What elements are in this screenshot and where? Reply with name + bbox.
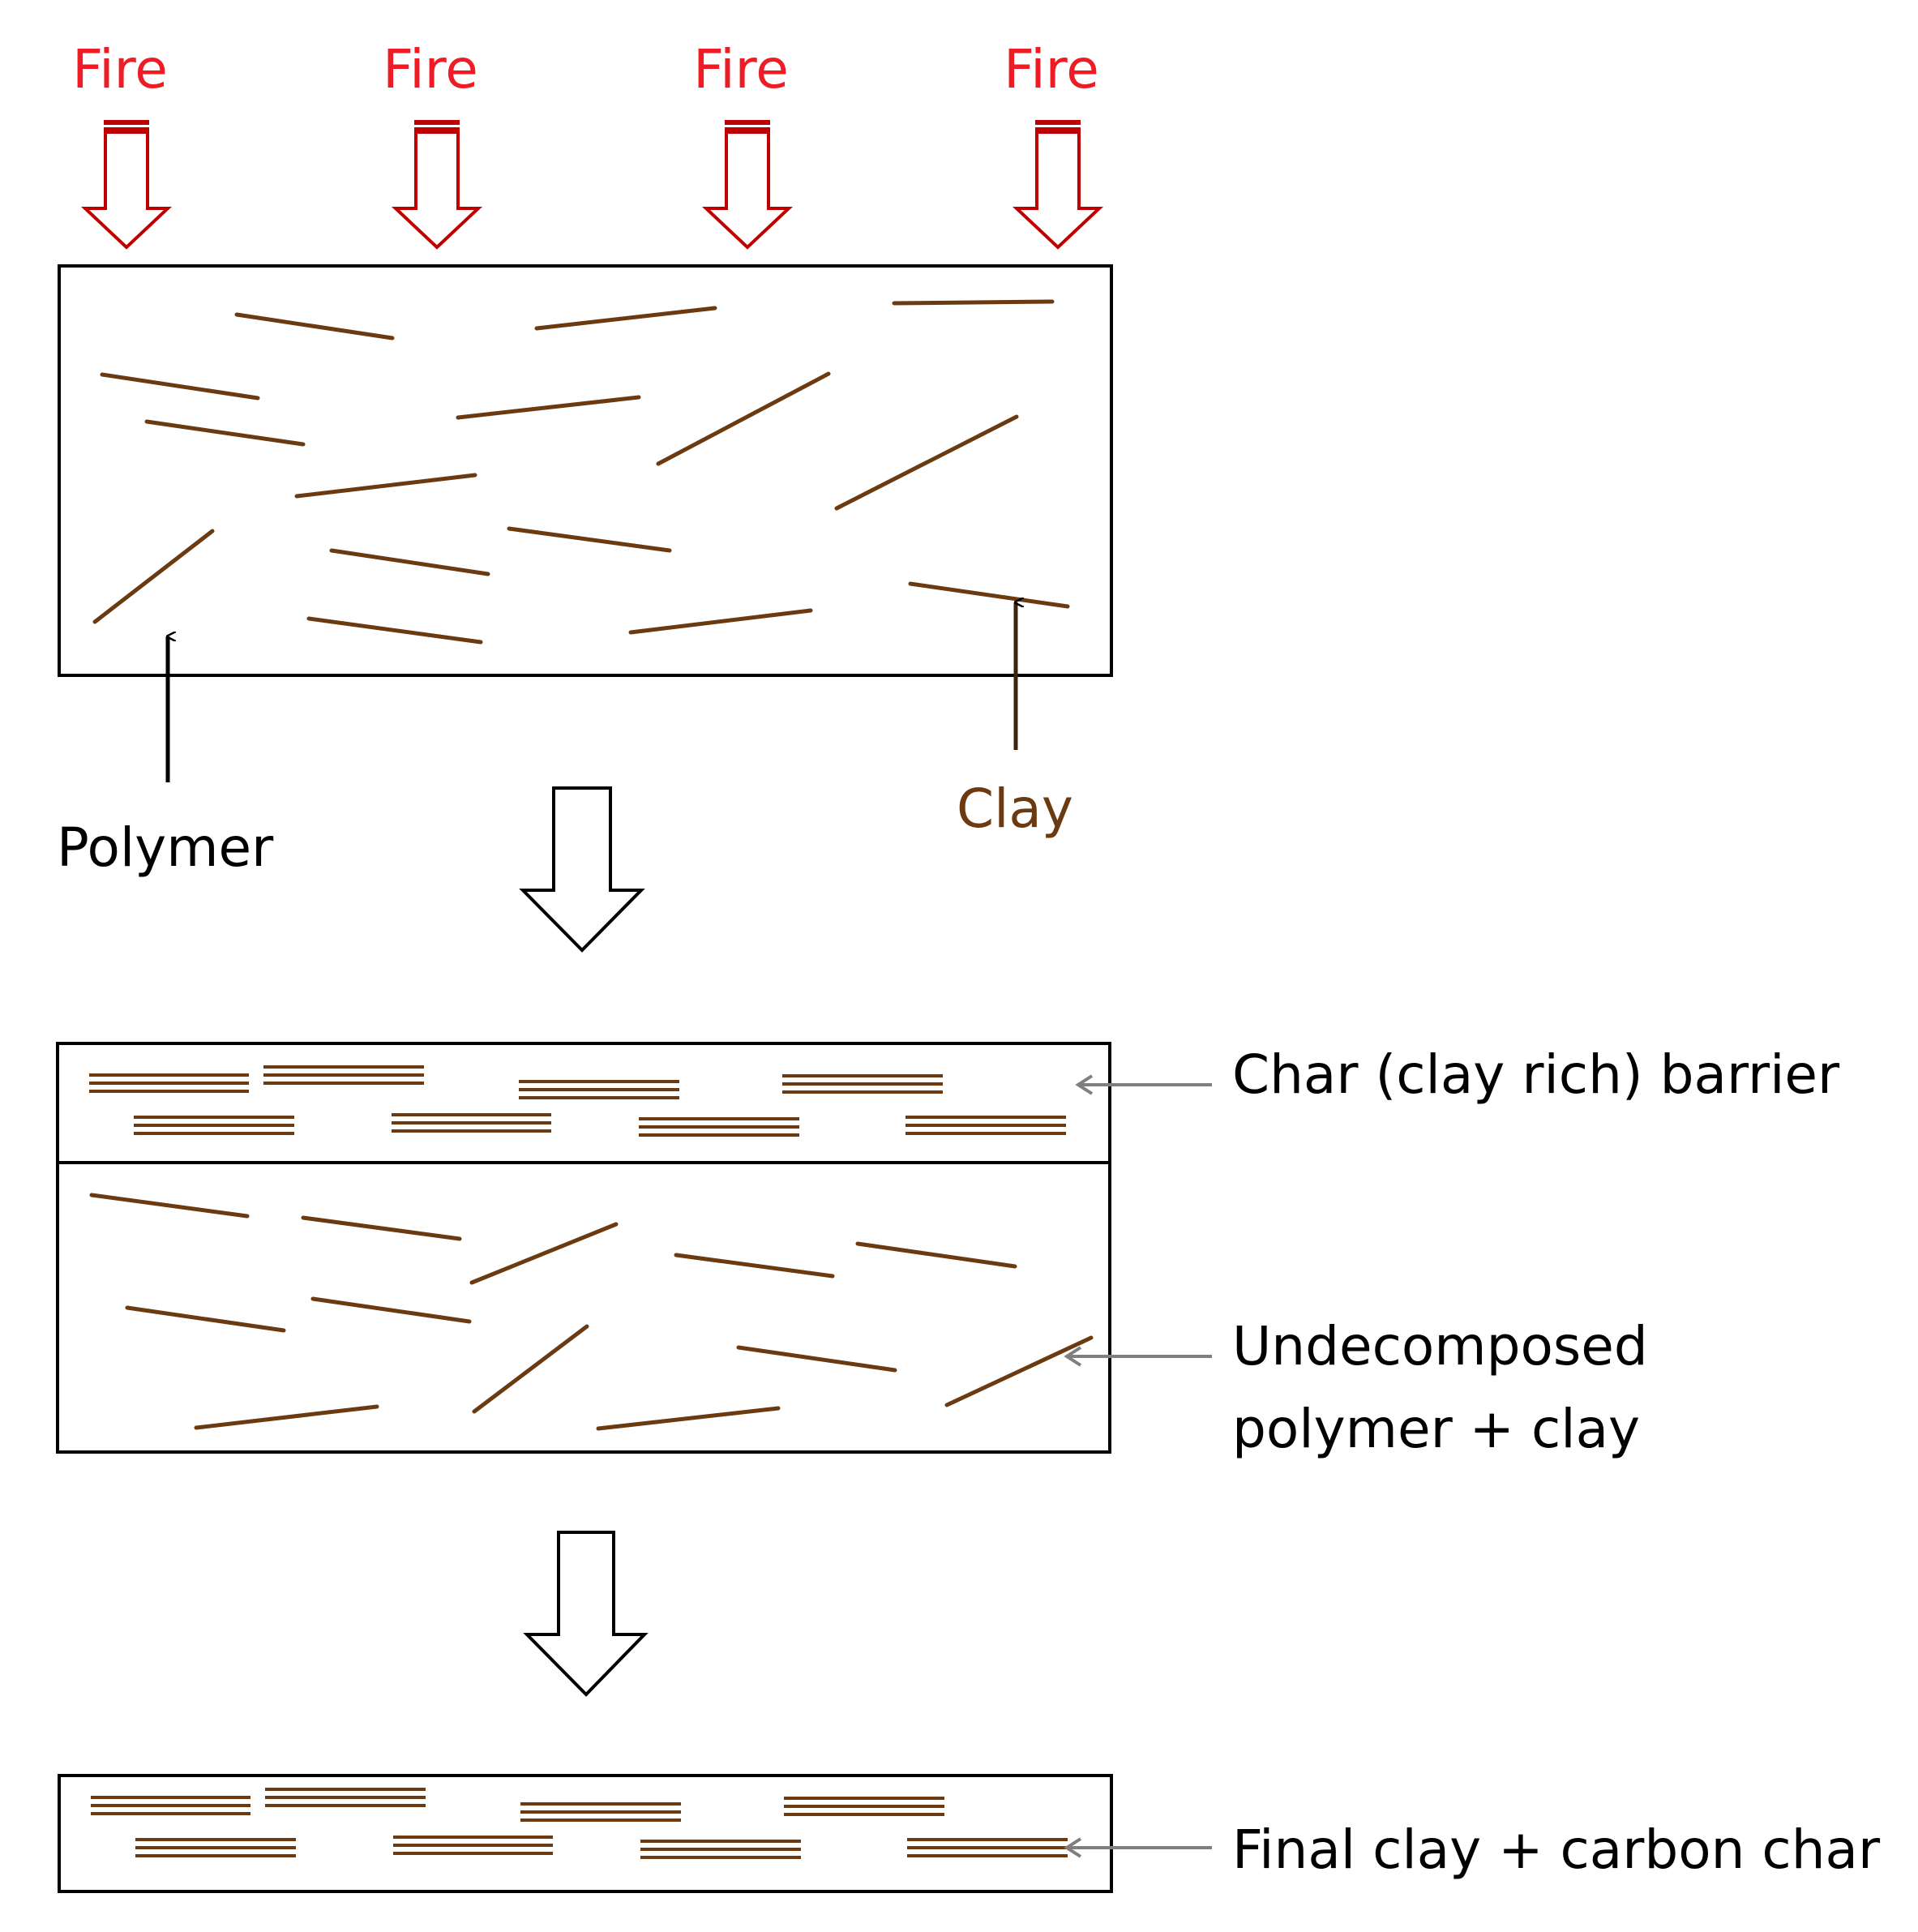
char-stack xyxy=(782,1074,943,1094)
char-stack xyxy=(639,1117,799,1137)
clay-platelet xyxy=(456,395,641,420)
char-stack xyxy=(89,1073,249,1093)
char-stack xyxy=(393,1836,553,1855)
fire-arrow-cap xyxy=(104,120,149,125)
fire-arrow-shape xyxy=(701,131,794,250)
fire-arrow-3 xyxy=(701,120,794,250)
char-stack xyxy=(392,1113,551,1133)
clay-platelet xyxy=(89,1193,250,1219)
clay-platelet xyxy=(100,372,260,401)
fire-label-4: Fire xyxy=(1004,38,1099,101)
final-char-pointer xyxy=(1064,1837,1212,1858)
clay-platelet xyxy=(194,1404,379,1430)
fire-arrow-shape xyxy=(1012,131,1104,250)
clay-platelet xyxy=(294,473,477,499)
undecomposed-pointer xyxy=(1064,1346,1212,1367)
clay-platelet xyxy=(656,371,831,466)
clay-platelet xyxy=(125,1305,286,1333)
final-char-stacks xyxy=(91,1788,1068,1859)
fire-arrow-cap xyxy=(725,127,770,131)
clay-platelet xyxy=(892,299,1055,306)
char-stack xyxy=(907,1838,1068,1857)
fire-label-3: Fire xyxy=(693,38,789,101)
fire-arrow-1 xyxy=(80,120,173,250)
fire-arrow-cap xyxy=(104,127,149,131)
char-stack xyxy=(640,1840,801,1859)
process-arrow-1 xyxy=(519,786,645,953)
clay-platelet xyxy=(301,1215,462,1241)
clay-platelet xyxy=(908,581,1070,609)
clay-platelet xyxy=(234,312,395,341)
fire-label-2: Fire xyxy=(383,38,478,101)
clay-platelet xyxy=(596,1406,781,1431)
fire-arrow-shape xyxy=(80,131,173,250)
clay-platelet xyxy=(944,1335,1094,1407)
char-stack xyxy=(135,1838,296,1857)
fire-arrows xyxy=(80,120,1104,250)
char-clay-stacks xyxy=(89,1065,1066,1137)
fire-arrow-2 xyxy=(391,120,483,250)
char-stack xyxy=(265,1788,426,1807)
clay-platelet xyxy=(628,608,813,635)
clay-platelet xyxy=(329,548,490,576)
char-stack xyxy=(263,1065,424,1085)
fire-arrow-cap xyxy=(1035,127,1081,131)
clay-platelet xyxy=(144,419,306,447)
polymer-clay-box xyxy=(58,264,1113,677)
fire-arrow-shape xyxy=(391,131,483,250)
clay-platelet xyxy=(306,616,483,645)
fire-arrow-cap xyxy=(414,127,460,131)
clay-platelets-dispersed xyxy=(92,299,1070,645)
fire-arrow-4 xyxy=(1012,120,1104,250)
char-stack xyxy=(519,1080,679,1099)
clay-platelet xyxy=(736,1345,897,1373)
undecomposed-layer xyxy=(56,1161,1111,1454)
char-barrier-layer xyxy=(56,1042,1111,1164)
final-char-layer xyxy=(58,1774,1113,1893)
fire-label-1: Fire xyxy=(72,38,168,101)
char-stack xyxy=(520,1802,681,1822)
clay-platelet xyxy=(834,414,1019,511)
undecomposed-label-line1: Undecomposed xyxy=(1232,1315,1648,1377)
fire-arrow-cap xyxy=(725,120,770,125)
clay-platelet xyxy=(469,1222,619,1285)
clay-platelet xyxy=(674,1253,835,1279)
final-char-label: Final clay + carbon char xyxy=(1232,1818,1881,1881)
clay-label: Clay xyxy=(957,778,1073,840)
clay-platelet xyxy=(507,526,672,553)
polymer-label: Polymer xyxy=(57,816,274,879)
undecomposed-label-line2: polymer + clay xyxy=(1232,1398,1640,1460)
fire-arrow-cap xyxy=(1035,120,1081,125)
clay-platelet xyxy=(92,529,215,624)
fire-labels: Fire Fire Fire Fire xyxy=(72,38,1099,101)
clay-platelet xyxy=(855,1241,1017,1269)
clay-platelets-undecomposed xyxy=(89,1193,1094,1431)
char-stack xyxy=(905,1116,1066,1135)
char-stack xyxy=(91,1796,250,1815)
char-barrier-label: Char (clay rich) barrier xyxy=(1232,1043,1840,1106)
clay-platelet xyxy=(310,1296,472,1324)
clay-platelet xyxy=(472,1324,589,1414)
char-stack xyxy=(784,1797,944,1816)
fire-arrow-cap xyxy=(414,120,460,125)
clay-platelet xyxy=(534,306,717,331)
char-stack xyxy=(134,1116,294,1135)
char-barrier-pointer xyxy=(1075,1074,1212,1095)
process-arrow-2 xyxy=(523,1531,649,1697)
